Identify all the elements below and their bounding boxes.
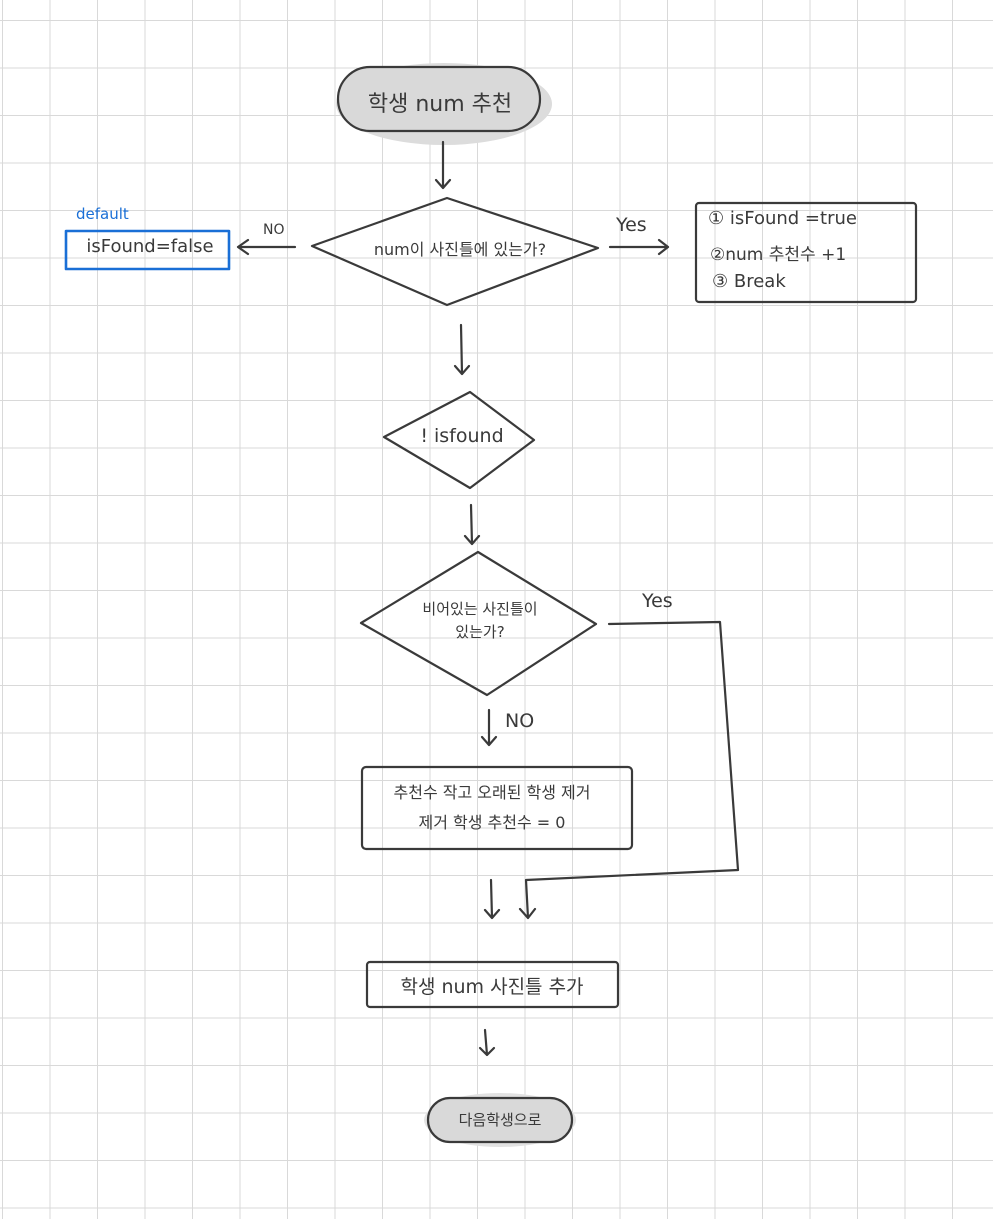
arrow-start-to-check xyxy=(434,140,452,190)
start-terminal xyxy=(336,65,542,133)
edge-no-2: NO xyxy=(505,710,535,732)
not-found-diamond xyxy=(382,390,536,490)
found-action-box xyxy=(694,201,918,304)
arrow-add-to-end xyxy=(478,1028,496,1057)
remove-label: 추천수 작고 오래된 학생 제거 제거 학생 추천수 = 0 xyxy=(393,783,591,833)
found-line-3: ③ Break xyxy=(712,271,786,292)
add-box xyxy=(365,960,620,1009)
end-terminal xyxy=(426,1096,574,1144)
found-line-2: ②num 추천수 +1 xyxy=(710,245,847,265)
arrow-notfound-to-empty xyxy=(463,503,481,546)
arrow-yes-right xyxy=(608,238,670,256)
edge-yes-1: Yes xyxy=(616,214,647,236)
check-photo-label: num이 사진틀에 있는가? xyxy=(373,240,547,259)
default-tag: default xyxy=(76,205,129,223)
found-line-1: ① isFound =true xyxy=(708,208,857,229)
arrow-remove-to-add xyxy=(483,878,501,920)
end-label: 다음학생으로 xyxy=(458,1111,542,1129)
default-box-text: isFound=false xyxy=(86,236,214,257)
arrow-no-down xyxy=(480,708,498,747)
start-label: 학생 num 추천 xyxy=(367,92,513,117)
edge-yes-2: Yes xyxy=(642,590,673,612)
check-empty-diamond xyxy=(359,550,598,697)
check-empty-label: 비어있는 사진틀이 있는가? xyxy=(422,600,538,641)
default-box xyxy=(64,229,231,271)
edge-no-1: NO xyxy=(263,222,285,238)
check-photo-diamond xyxy=(310,196,600,307)
arrow-no-left xyxy=(236,238,297,256)
arrow-yes-empty-path xyxy=(518,620,740,920)
arrow-check-to-notfound xyxy=(453,323,471,376)
add-label: 학생 num 사진틀 추가 xyxy=(400,976,584,998)
not-found-label: ! isfound xyxy=(420,425,504,447)
remove-box xyxy=(360,765,634,851)
